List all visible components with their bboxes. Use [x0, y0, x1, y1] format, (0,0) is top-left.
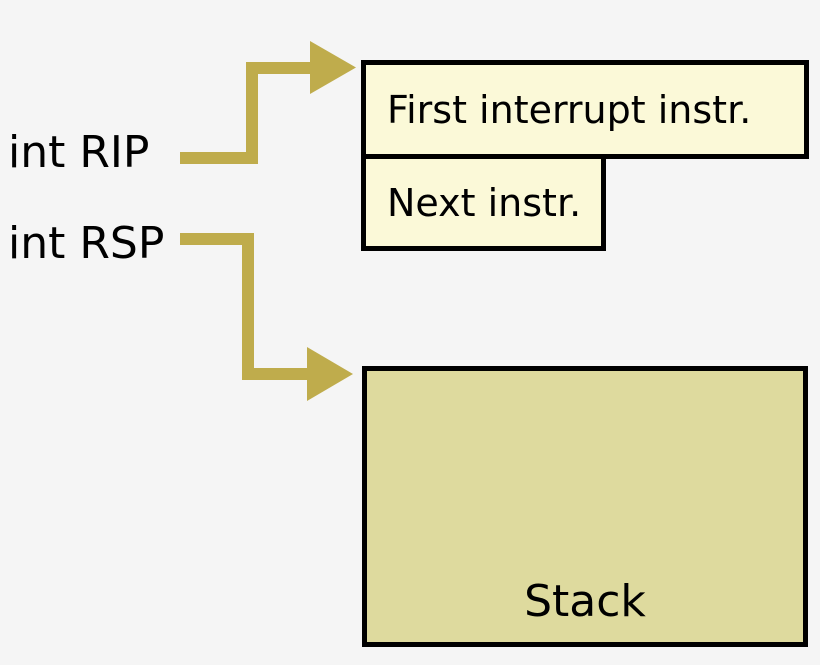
rip-arrow-head-icon	[310, 41, 356, 94]
next-instr-box: Next instr.	[361, 154, 606, 251]
rsp-arrow-icon	[180, 233, 353, 401]
rip-arrow-icon	[180, 41, 356, 164]
rsp-arrow-line	[180, 233, 312, 380]
first-interrupt-instr-box: First interrupt instr.	[361, 60, 809, 159]
label-int-rsp: int RSP	[8, 218, 165, 269]
stack-label: Stack	[524, 576, 646, 627]
first-interrupt-instr-label: First interrupt instr.	[387, 87, 752, 132]
label-int-rip: int RIP	[8, 127, 150, 178]
rsp-arrow-head-icon	[307, 347, 353, 401]
stack-box: Stack	[362, 366, 808, 647]
rip-arrow-line	[180, 62, 315, 164]
next-instr-label: Next instr.	[387, 180, 582, 225]
